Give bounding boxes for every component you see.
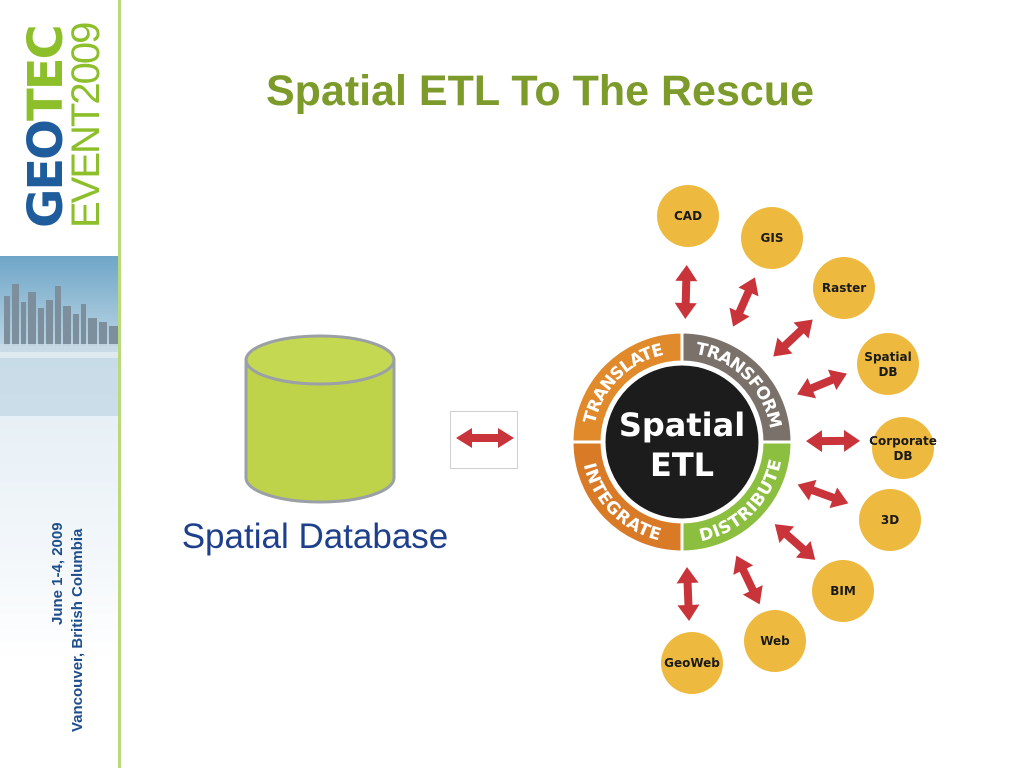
format-arrow bbox=[806, 429, 860, 453]
banner-fade bbox=[0, 416, 118, 768]
format-arrows bbox=[674, 265, 860, 621]
format-circle bbox=[744, 610, 806, 672]
format-arrow bbox=[676, 567, 700, 621]
etl-ring bbox=[570, 330, 794, 554]
format-node: GeoWeb bbox=[661, 632, 723, 694]
format-node: Web bbox=[744, 610, 806, 672]
format-label: BIM bbox=[830, 584, 856, 598]
format-node: BIM bbox=[812, 560, 874, 622]
ring-label-distribute: DISTRIBUTE bbox=[697, 457, 786, 546]
connector-box bbox=[450, 411, 518, 469]
logo-event-text: EVENT2009 bbox=[64, 23, 108, 228]
format-label-line2: DB bbox=[878, 365, 897, 379]
format-label: GIS bbox=[761, 231, 784, 245]
format-circle bbox=[872, 417, 934, 479]
database-label: Spatial Database bbox=[181, 517, 449, 556]
etl-core bbox=[602, 362, 762, 522]
format-arrow bbox=[797, 479, 849, 509]
city-skyline-image bbox=[0, 256, 118, 416]
ring-label-translate: TRANSLATE bbox=[580, 340, 666, 426]
format-node: 3D bbox=[859, 489, 921, 551]
etl-center-line1: Spatial bbox=[619, 406, 745, 444]
event-date: June 1-4, 2009 bbox=[49, 522, 66, 625]
format-circle bbox=[812, 560, 874, 622]
segment-translate bbox=[570, 330, 684, 444]
slide-title: Spatial ETL To The Rescue bbox=[266, 67, 814, 115]
ring-label-integrate: INTEGRATE bbox=[579, 461, 664, 545]
format-circle bbox=[813, 257, 875, 319]
format-arrow bbox=[797, 369, 847, 399]
event-location: Vancouver, British Columbia bbox=[69, 528, 86, 732]
event-banner: GEOTEC EVENT2009 June 1-4, 2009 Vancouve… bbox=[0, 0, 118, 768]
format-circle bbox=[857, 333, 919, 395]
segment-transform bbox=[680, 330, 794, 444]
format-label-line2: DB bbox=[893, 449, 912, 463]
ring-label-transform: TRANSFORM bbox=[694, 339, 785, 430]
format-node: GIS bbox=[741, 207, 803, 269]
format-circle bbox=[657, 185, 719, 247]
format-arrow bbox=[729, 277, 759, 327]
format-label: Spatial bbox=[864, 350, 911, 364]
format-node: CAD bbox=[657, 185, 719, 247]
format-circle bbox=[741, 207, 803, 269]
format-arrow bbox=[773, 319, 813, 357]
format-arrow bbox=[674, 265, 698, 319]
format-label: Web bbox=[760, 634, 790, 648]
logo-wordmark: GEOTEC bbox=[18, 26, 74, 228]
etl-center-line2: ETL bbox=[650, 446, 714, 484]
format-nodes: CADGISRasterSpatialDBCorporateDB3DBIMWeb… bbox=[657, 185, 937, 694]
format-label: Raster bbox=[822, 281, 866, 295]
format-label: GeoWeb bbox=[664, 656, 720, 670]
format-label: 3D bbox=[881, 513, 899, 527]
banner-divider bbox=[118, 0, 121, 768]
format-arrow bbox=[774, 524, 816, 560]
segment-integrate bbox=[570, 440, 684, 554]
format-circle bbox=[661, 632, 723, 694]
format-circle bbox=[859, 489, 921, 551]
segment-distribute bbox=[680, 440, 794, 554]
geotec-logo: GEOTEC EVENT2009 bbox=[0, 0, 118, 250]
format-node: Raster bbox=[813, 257, 875, 319]
format-arrow bbox=[733, 555, 763, 605]
format-label: Corporate bbox=[869, 434, 937, 448]
database-icon bbox=[244, 334, 396, 504]
format-label: CAD bbox=[674, 209, 702, 223]
